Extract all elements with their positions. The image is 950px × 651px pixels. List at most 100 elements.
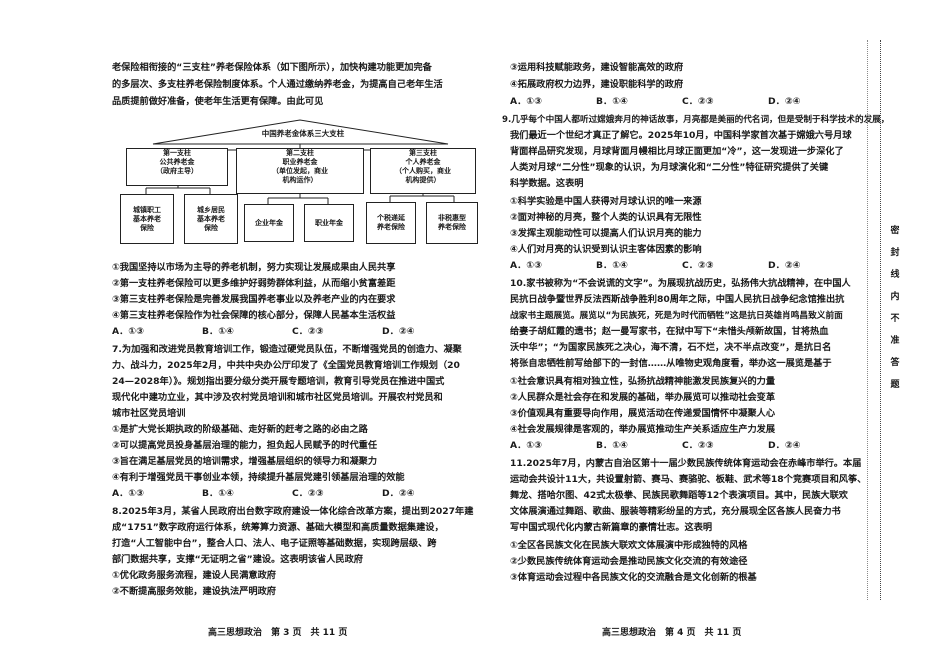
seal-warning-text: 密 封 线 内 不 准 答 题 <box>888 220 902 396</box>
pillar-1-line: 第一支柱 <box>163 149 191 157</box>
q9-choice-c: C．②③ <box>682 260 714 271</box>
sub-box-line: 个税递延 <box>377 214 405 222</box>
q11-stem-line-1: 11.2025年7月，内蒙古自治区第十一届少数民族传统体育运动会在赤峰市举行。本… <box>510 458 862 469</box>
q6-option-4: ④第三支柱养老保险作为社会保障的核心部分，保障人民基本生活权益 <box>112 310 396 321</box>
q10-stem-line-5: 沃中华”；“为国家民族死之决心，海不清，石不烂，决不半点改变”，是抗日名 <box>510 342 832 353</box>
sub-box-line: 保险 <box>204 223 218 232</box>
q10-choice-b: B．①④ <box>596 440 628 451</box>
q9-option-4: ④人们对月亮的认识受到认识主客体因素的影响 <box>510 244 702 255</box>
q8-option-4: ④拓展政府权力边界，建设职能科学的政府 <box>510 79 684 90</box>
q8-choice-a: A．①③ <box>510 96 542 107</box>
q7-choice-a: A．①③ <box>112 488 144 499</box>
q9-stem-line-1: 9.几乎每个中国人都听过嫦娥奔月的神话故事，月亮都是美丽的代名词，但是受制于科学… <box>502 115 890 125</box>
sub-box-urban-rural-resident: 城乡居民 基本养老 保险 <box>184 194 238 244</box>
q6-choice-a: A．①③ <box>112 326 144 337</box>
sub-box-non-tax-benefit: 非税惠型 养老保险 <box>426 202 478 244</box>
q11-option-3: ③体育运动会过程中各民族文化的交流融合是文化创新的根基 <box>510 572 757 583</box>
q6-stem-line-3: 品质提前做好准备，使老年生活更有保障。由此可见 <box>112 96 324 107</box>
q7-stem-line-3: 24—2028年）》。规划指出要分级分类开展专题培训，教育引导党员在推进中国式 <box>112 376 445 387</box>
seal-char: 准 <box>890 336 900 346</box>
q11-option-1: ①全区各民族文化在民族大联欢文体展演中形成独特的风格 <box>510 540 748 551</box>
pillar-2-line: 机构运作） <box>282 176 318 184</box>
q9-choice-b: B．①④ <box>596 260 628 271</box>
q6-choice-d: D．②④ <box>382 326 415 337</box>
page-footer-left: 高三思想政治 第 3 页 共 11 页 <box>208 628 348 638</box>
q6-option-3: ③第三支柱养老保险是完善发展我国养老事业以及养老产业的内在要求 <box>112 294 396 305</box>
sub-box-line: 基本养老 <box>133 214 161 223</box>
q11-stem-line-5: 写中国式现代化内蒙古新篇章的豪情壮志。这表明 <box>510 522 713 533</box>
sub-box-urban-employee: 城镇职工 基本养老 保险 <box>120 194 174 244</box>
q7-option-1: ①是扩大党长期执政的阶级基础、走好新的赶考之路的必由之路 <box>112 424 368 435</box>
q9-option-3: ③发挥主观能动性可以提高人们认识月亮的能力 <box>510 228 702 239</box>
q10-stem-line-4: 给妻子胡紅霞的遗书；赵一曼写家书，在狱中写下“未惜头颅新故国，甘将热血 <box>510 326 829 337</box>
pillar-2-line: （单位发起，商业 <box>272 167 328 175</box>
sub-box-line: 城镇职工 <box>133 205 161 214</box>
q6-option-1: ①我国坚持以市场为主导的养老机制，努力实现让发展成果由人民共享 <box>112 262 396 273</box>
sub-box-tax-deferred: 个税递延 养老保险 <box>366 202 416 244</box>
pillar-3-box: 第三支柱 个人养老金 （个人购买，商业 机构提供） <box>370 148 476 194</box>
q10-stem-line-6: 将张自忠牺牲前写给部下的一封信……从唯物史观角度看，举办这一展览是基于 <box>510 358 832 369</box>
pillar-3-line: 个人养老金 <box>405 158 441 166</box>
q8-option-2: ②不断提高服务效能，建设执法严明政府 <box>112 586 276 597</box>
q7-option-4: ④有利于增强党员干事创业本领，持续提升基层党建引领基层治理的效能 <box>112 472 405 483</box>
q9-choice-a: A．①③ <box>510 260 542 271</box>
diagram-title: 中国养老金体系三大支柱 <box>261 129 345 138</box>
seal-char: 密 <box>890 226 900 236</box>
q7-stem-line-4: 现代化中建功立业，其中涉及农村党员培训和城市社区党员培训。开展农村党员和 <box>112 392 443 403</box>
q9-option-2: ②面对神秘的月亮，整个人类的认识具有无限性 <box>510 212 702 223</box>
page-footer-right: 高三思想政治 第 4 页 共 11 页 <box>602 628 742 638</box>
q7-stem-line-2: 力、战斗力，2025年2月，中共中央办公厅印发了《全国党员教育培训工作规划（20 <box>112 360 460 371</box>
q6-stem-line-1: 老保险相衔接的“三支柱”养老保险体系（如下图所示），加快构建功能更加完备 <box>112 62 432 73</box>
q6-stem-line-2: 的多层次、多支柱养老保险制度体系。个人通过缴纳养老金，为提高自己老年生活 <box>112 79 443 90</box>
q10-choice-d: D．②④ <box>768 440 801 451</box>
q9-stem-line-4: 人类对月球“二分性”现象的认识，为月球演化和“二分性”特征研究提供了关键 <box>510 162 829 173</box>
sub-box-line: 保险 <box>140 223 154 232</box>
sub-box-line: 职业年金 <box>315 218 343 227</box>
binding-line-outer <box>880 40 883 600</box>
pillar-1-line: （政府主导） <box>156 167 198 175</box>
q10-option-1: ①社会意识具有相对独立性，弘扬抗战精神能激发民族复兴的力量 <box>510 376 776 387</box>
pillar-2-line: 第二支柱 <box>286 149 314 157</box>
q7-option-3: ③旨在满足基层党员的培训需求，增强基层组织的领导力和凝聚力 <box>112 456 378 467</box>
q10-choice-a: A．①③ <box>510 440 542 451</box>
q9-choice-d: D．②④ <box>768 260 801 271</box>
q8-stem-line-1: 8.2025年3月，某省人民政府出台数字政府建设一体化综合改革方案，提出到202… <box>112 506 474 517</box>
q10-option-3: ③价值观具有重要导向作用，展览活动在传递爱国情怀中凝聚人心 <box>510 408 776 419</box>
pillar-3-line: 第三支柱 <box>409 149 437 157</box>
q10-stem-line-3: 战家书主题展览。展览以“为民族死，死是为时代而牺牲”这是抗日英雄肖鸣昌致义前面 <box>510 311 843 321</box>
q10-stem-line-1: 10.家书被称为“不会说谎的文字”。为展现抗战历史，弘扬伟大抗战精神，在中国人 <box>510 278 851 289</box>
pillar-2-box: 第二支柱 职业养老金 （单位发起，商业 机构运作） <box>236 148 364 194</box>
q8-choice-d: D．②④ <box>768 96 801 107</box>
q9-stem-line-5: 科学数据。这表明 <box>510 178 584 189</box>
q6-option-2: ②第一支柱养老保险可以更多维护好弱势群体利益，从而缩小贫富差距 <box>112 278 396 289</box>
pillar-3-line: 机构提供） <box>405 176 441 184</box>
pension-pillars-diagram: 中国养老金体系三大支柱 第一支柱 公共养老金 （政府主导） 第二支柱 职业养老金… <box>118 116 483 258</box>
sub-box-line: 企业年金 <box>255 218 283 227</box>
q8-stem-line-3: 打造“人工智能中台”，整合人口、法人、电子证照等基础数据，实现跨层级、跨 <box>112 538 437 549</box>
seal-char: 题 <box>890 380 900 390</box>
pillar-1-box: 第一支柱 公共养老金 （政府主导） <box>126 148 228 186</box>
q10-option-2: ②人民群众是社会存在和发展的基础，举办展览可以推动社会变革 <box>510 392 776 403</box>
q9-stem-line-2: 我们最近一个世纪才真正了解它。2025年10月，中国科学家首次基于嫦娥六号月球 <box>510 130 852 141</box>
q10-stem-line-2: 民抗日战争暨世界反法西斯战争胜利80周年之际，中国人民抗日战争纪念馆推出抗 <box>510 294 845 305</box>
q8-choice-b: B．①④ <box>596 96 628 107</box>
seal-char: 线 <box>890 270 900 280</box>
q10-choice-c: C．②③ <box>682 440 714 451</box>
seal-char: 答 <box>890 358 900 368</box>
q8-stem-line-2: 成“1751”数字政府运行体系，统筹算力资源、基础大模型和高质量数据集建设， <box>112 522 444 533</box>
sub-box-occupational-annuity: 职业年金 <box>304 204 354 242</box>
sub-box-line: 养老保险 <box>438 223 466 231</box>
sub-box-line: 城乡居民 <box>197 205 225 214</box>
sub-box-line: 养老保险 <box>377 223 405 231</box>
seal-char: 内 <box>890 292 900 302</box>
sub-box-line: 非税惠型 <box>438 214 466 222</box>
sub-box-line: 基本养老 <box>197 214 225 223</box>
q10-option-4: ④社会发展规律是客观的，举办展览推动生产关系适应生产力发展 <box>510 424 776 435</box>
q11-stem-line-2: 运动会共设计11大，共设置射箭、赛马、赛骆驼、板鞋、武术等18个竞赛项目和风筝、 <box>510 474 867 485</box>
q7-option-2: ②可以提高党员投身基层治理的能力，担负起人民赋予的时代重任 <box>112 440 378 451</box>
pillar-1-line: 公共养老金 <box>159 158 195 166</box>
q6-choice-b: B．①④ <box>202 326 234 337</box>
q7-choice-b: B．①④ <box>202 488 234 499</box>
q7-stem-line-1: 7.为加强和改进党员教育培训工作，锻造过硬党员队伍，不断增强党员的创造力、凝聚 <box>112 344 462 355</box>
q8-choice-c: C．②③ <box>682 96 714 107</box>
